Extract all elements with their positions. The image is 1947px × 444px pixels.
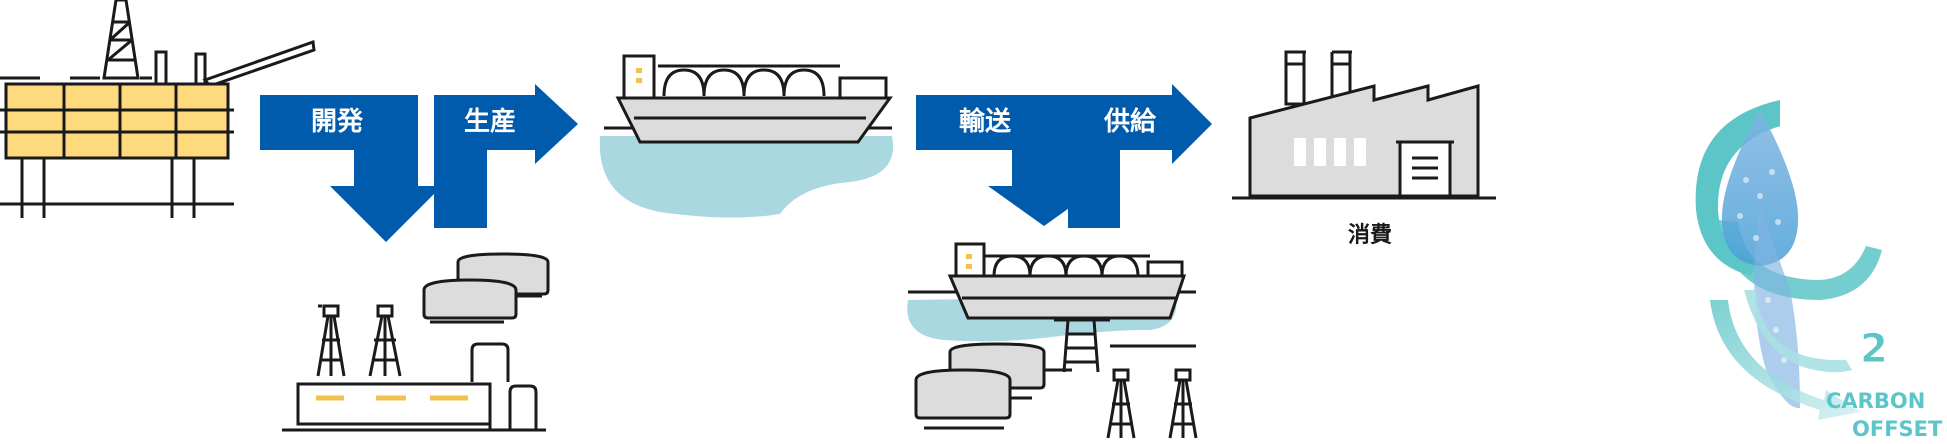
supply-arrow: 供給	[1068, 84, 1212, 228]
factory-icon	[1232, 50, 1496, 200]
logo-line-carbon: CARBON	[1826, 389, 1925, 413]
co2-subscript: 2	[1860, 326, 1888, 372]
transport-arrow: 輸送	[916, 95, 1100, 226]
water-drop-icon	[1721, 110, 1799, 266]
consumption-label: 消費	[1348, 223, 1392, 248]
liquefaction-plant-icon	[282, 252, 550, 432]
production-label: 生産	[464, 106, 516, 137]
transport-label: 輸送	[959, 106, 1011, 137]
carbon-offset-logo: 2 CARBON OFFSET	[1695, 100, 1943, 441]
development-label: 開発	[311, 107, 364, 137]
supply-label: 供給	[1103, 106, 1157, 137]
development-arrow: 開発	[260, 95, 442, 242]
offshore-platform-icon	[0, 0, 316, 218]
logo-line-offset: OFFSET	[1852, 417, 1943, 441]
receiving-terminal-icon	[907, 242, 1198, 439]
lng-carrier-sea-icon	[599, 54, 894, 218]
production-arrow: 生産	[434, 84, 578, 228]
